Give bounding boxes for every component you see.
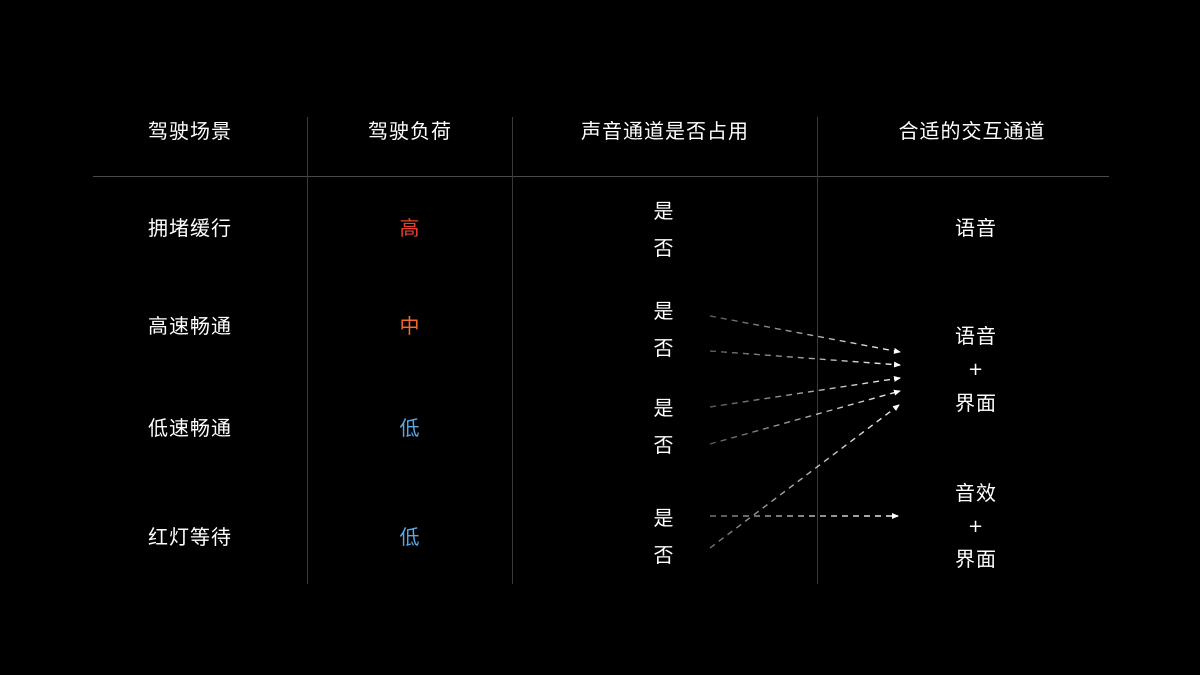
load-low-1: 低 bbox=[399, 416, 421, 440]
header-load: 驾驶负荷 bbox=[368, 119, 452, 143]
column-divider-2 bbox=[512, 117, 513, 584]
scene-red-light: 红灯等待 bbox=[148, 525, 232, 549]
arrow-highway-no bbox=[709, 350, 901, 368]
row2-no: 否 bbox=[653, 336, 675, 360]
arrow-highway-yes bbox=[709, 315, 901, 354]
load-high: 高 bbox=[399, 216, 421, 240]
scene-highway: 高速畅通 bbox=[148, 314, 232, 338]
row4-no: 否 bbox=[653, 543, 675, 567]
column-divider-3 bbox=[817, 117, 818, 584]
row2-yes: 是 bbox=[653, 299, 675, 323]
channel-sfx-ui-plus: + bbox=[967, 516, 985, 537]
header-channel: 合适的交互通道 bbox=[898, 119, 1046, 143]
channel-voice-ui-plus: + bbox=[967, 359, 985, 380]
load-low-2: 低 bbox=[399, 525, 421, 549]
row1-yes: 是 bbox=[653, 199, 675, 223]
channel-voice-ui-line1: 语音 bbox=[955, 324, 997, 348]
row1-no: 否 bbox=[653, 236, 675, 260]
row4-yes: 是 bbox=[653, 506, 675, 530]
scene-congested: 拥堵缓行 bbox=[148, 216, 232, 240]
header-divider bbox=[93, 176, 1109, 177]
channel-sfx-ui-line1: 音效 bbox=[955, 481, 997, 505]
channel-voice-ui-line2: 界面 bbox=[955, 391, 997, 415]
header-voice-occupied: 声音通道是否占用 bbox=[581, 119, 749, 143]
arrow-lowspeed-no bbox=[709, 389, 901, 445]
row3-no: 否 bbox=[653, 433, 675, 457]
column-divider-1 bbox=[307, 117, 308, 584]
scene-low-speed: 低速畅通 bbox=[148, 416, 232, 440]
arrow-redlight-no bbox=[709, 404, 900, 549]
channel-sfx-ui-line2: 界面 bbox=[955, 547, 997, 571]
arrow-lowspeed-yes bbox=[709, 375, 901, 408]
row3-yes: 是 bbox=[653, 396, 675, 420]
header-scene: 驾驶场景 bbox=[148, 119, 232, 143]
channel-voice: 语音 bbox=[955, 216, 997, 240]
load-mid: 中 bbox=[399, 314, 421, 338]
